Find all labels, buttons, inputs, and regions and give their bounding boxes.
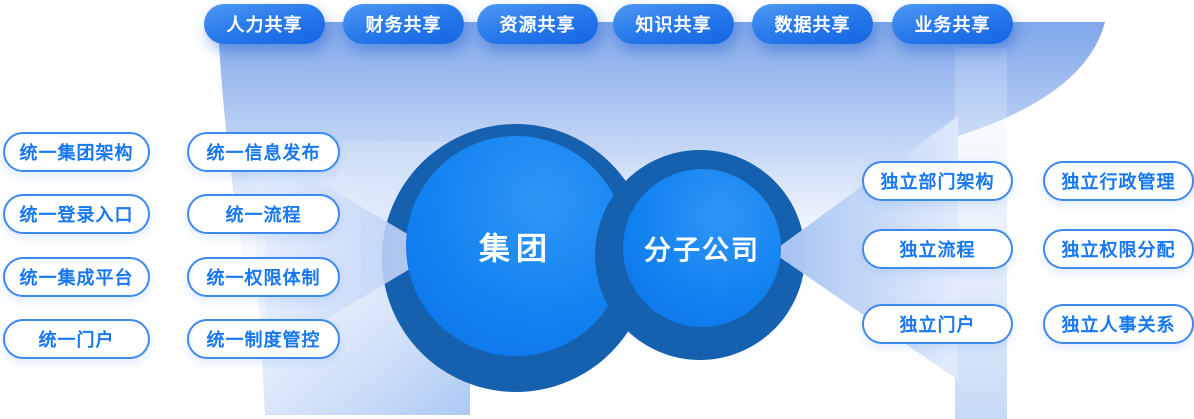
unified-portal-pill: 统一门户 xyxy=(3,319,150,359)
group-circle-shape xyxy=(406,136,626,356)
unified-permission-system-pill: 统一权限体制 xyxy=(187,257,340,297)
independent-portal-pill: 独立门户 xyxy=(862,304,1013,344)
unified-process-pill: 统一流程 xyxy=(187,194,340,234)
business-sharing-pill: 业务共享 xyxy=(892,4,1013,44)
hr-sharing-pill: 人力共享 xyxy=(204,4,325,44)
resource-sharing-pill: 资源共享 xyxy=(477,4,598,44)
finance-sharing-pill: 财务共享 xyxy=(343,4,464,44)
unified-login-entry-pill: 统一登录入口 xyxy=(3,194,150,234)
independent-department-structure-pill: 独立部门架构 xyxy=(862,161,1013,201)
knowledge-sharing-pill: 知识共享 xyxy=(613,4,734,44)
data-sharing-pill: 数据共享 xyxy=(752,4,873,44)
independent-process-pill: 独立流程 xyxy=(862,229,1013,269)
independent-hr-relations-pill: 独立人事关系 xyxy=(1043,304,1194,344)
unified-regulation-control-pill: 统一制度管控 xyxy=(187,319,340,359)
unified-info-release-pill: 统一信息发布 xyxy=(187,132,340,172)
independent-permission-allocation-pill: 独立权限分配 xyxy=(1043,229,1194,269)
subsidiary-circle-label: 分子公司 xyxy=(644,235,760,266)
group-circle-label: 集团 xyxy=(479,231,553,267)
unified-group-structure-pill: 统一集团架构 xyxy=(3,132,150,172)
independent-admin-management-pill: 独立行政管理 xyxy=(1043,161,1194,201)
subsidiary-circle-shape xyxy=(623,169,781,327)
unified-integration-platform-pill: 统一集成平台 xyxy=(3,257,150,297)
